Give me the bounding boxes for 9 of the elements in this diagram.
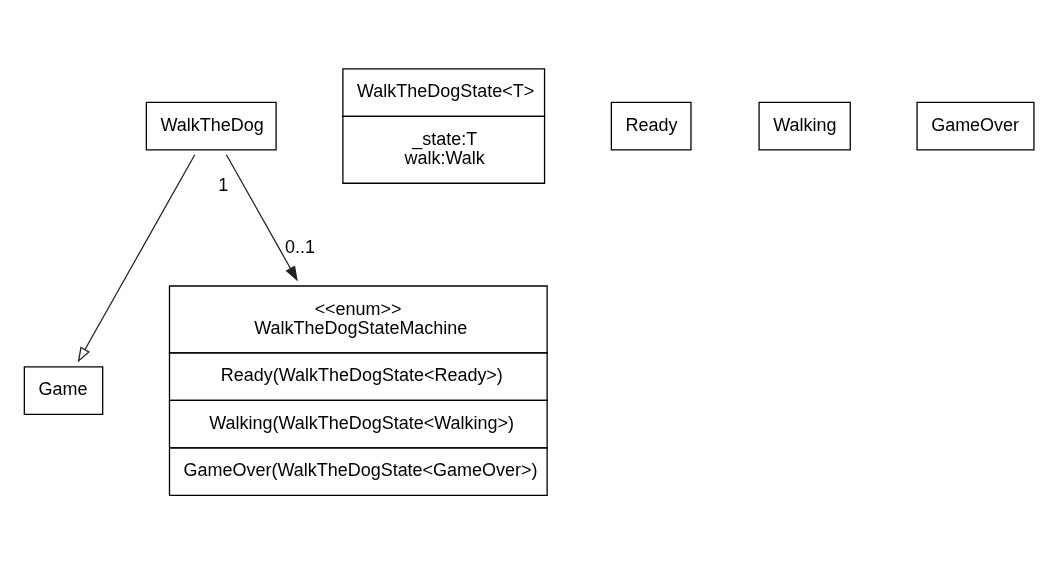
label: 1 xyxy=(218,174,229,195)
node-box: Walking xyxy=(758,101,851,150)
arrow xyxy=(225,153,298,281)
label: 0..1 xyxy=(285,236,316,257)
arrow xyxy=(77,153,196,363)
node-box: WalkTheDog xyxy=(145,101,277,150)
node-box: GameOver xyxy=(916,101,1035,150)
node-box: Game xyxy=(23,365,104,415)
node-box: Ready xyxy=(610,101,692,150)
